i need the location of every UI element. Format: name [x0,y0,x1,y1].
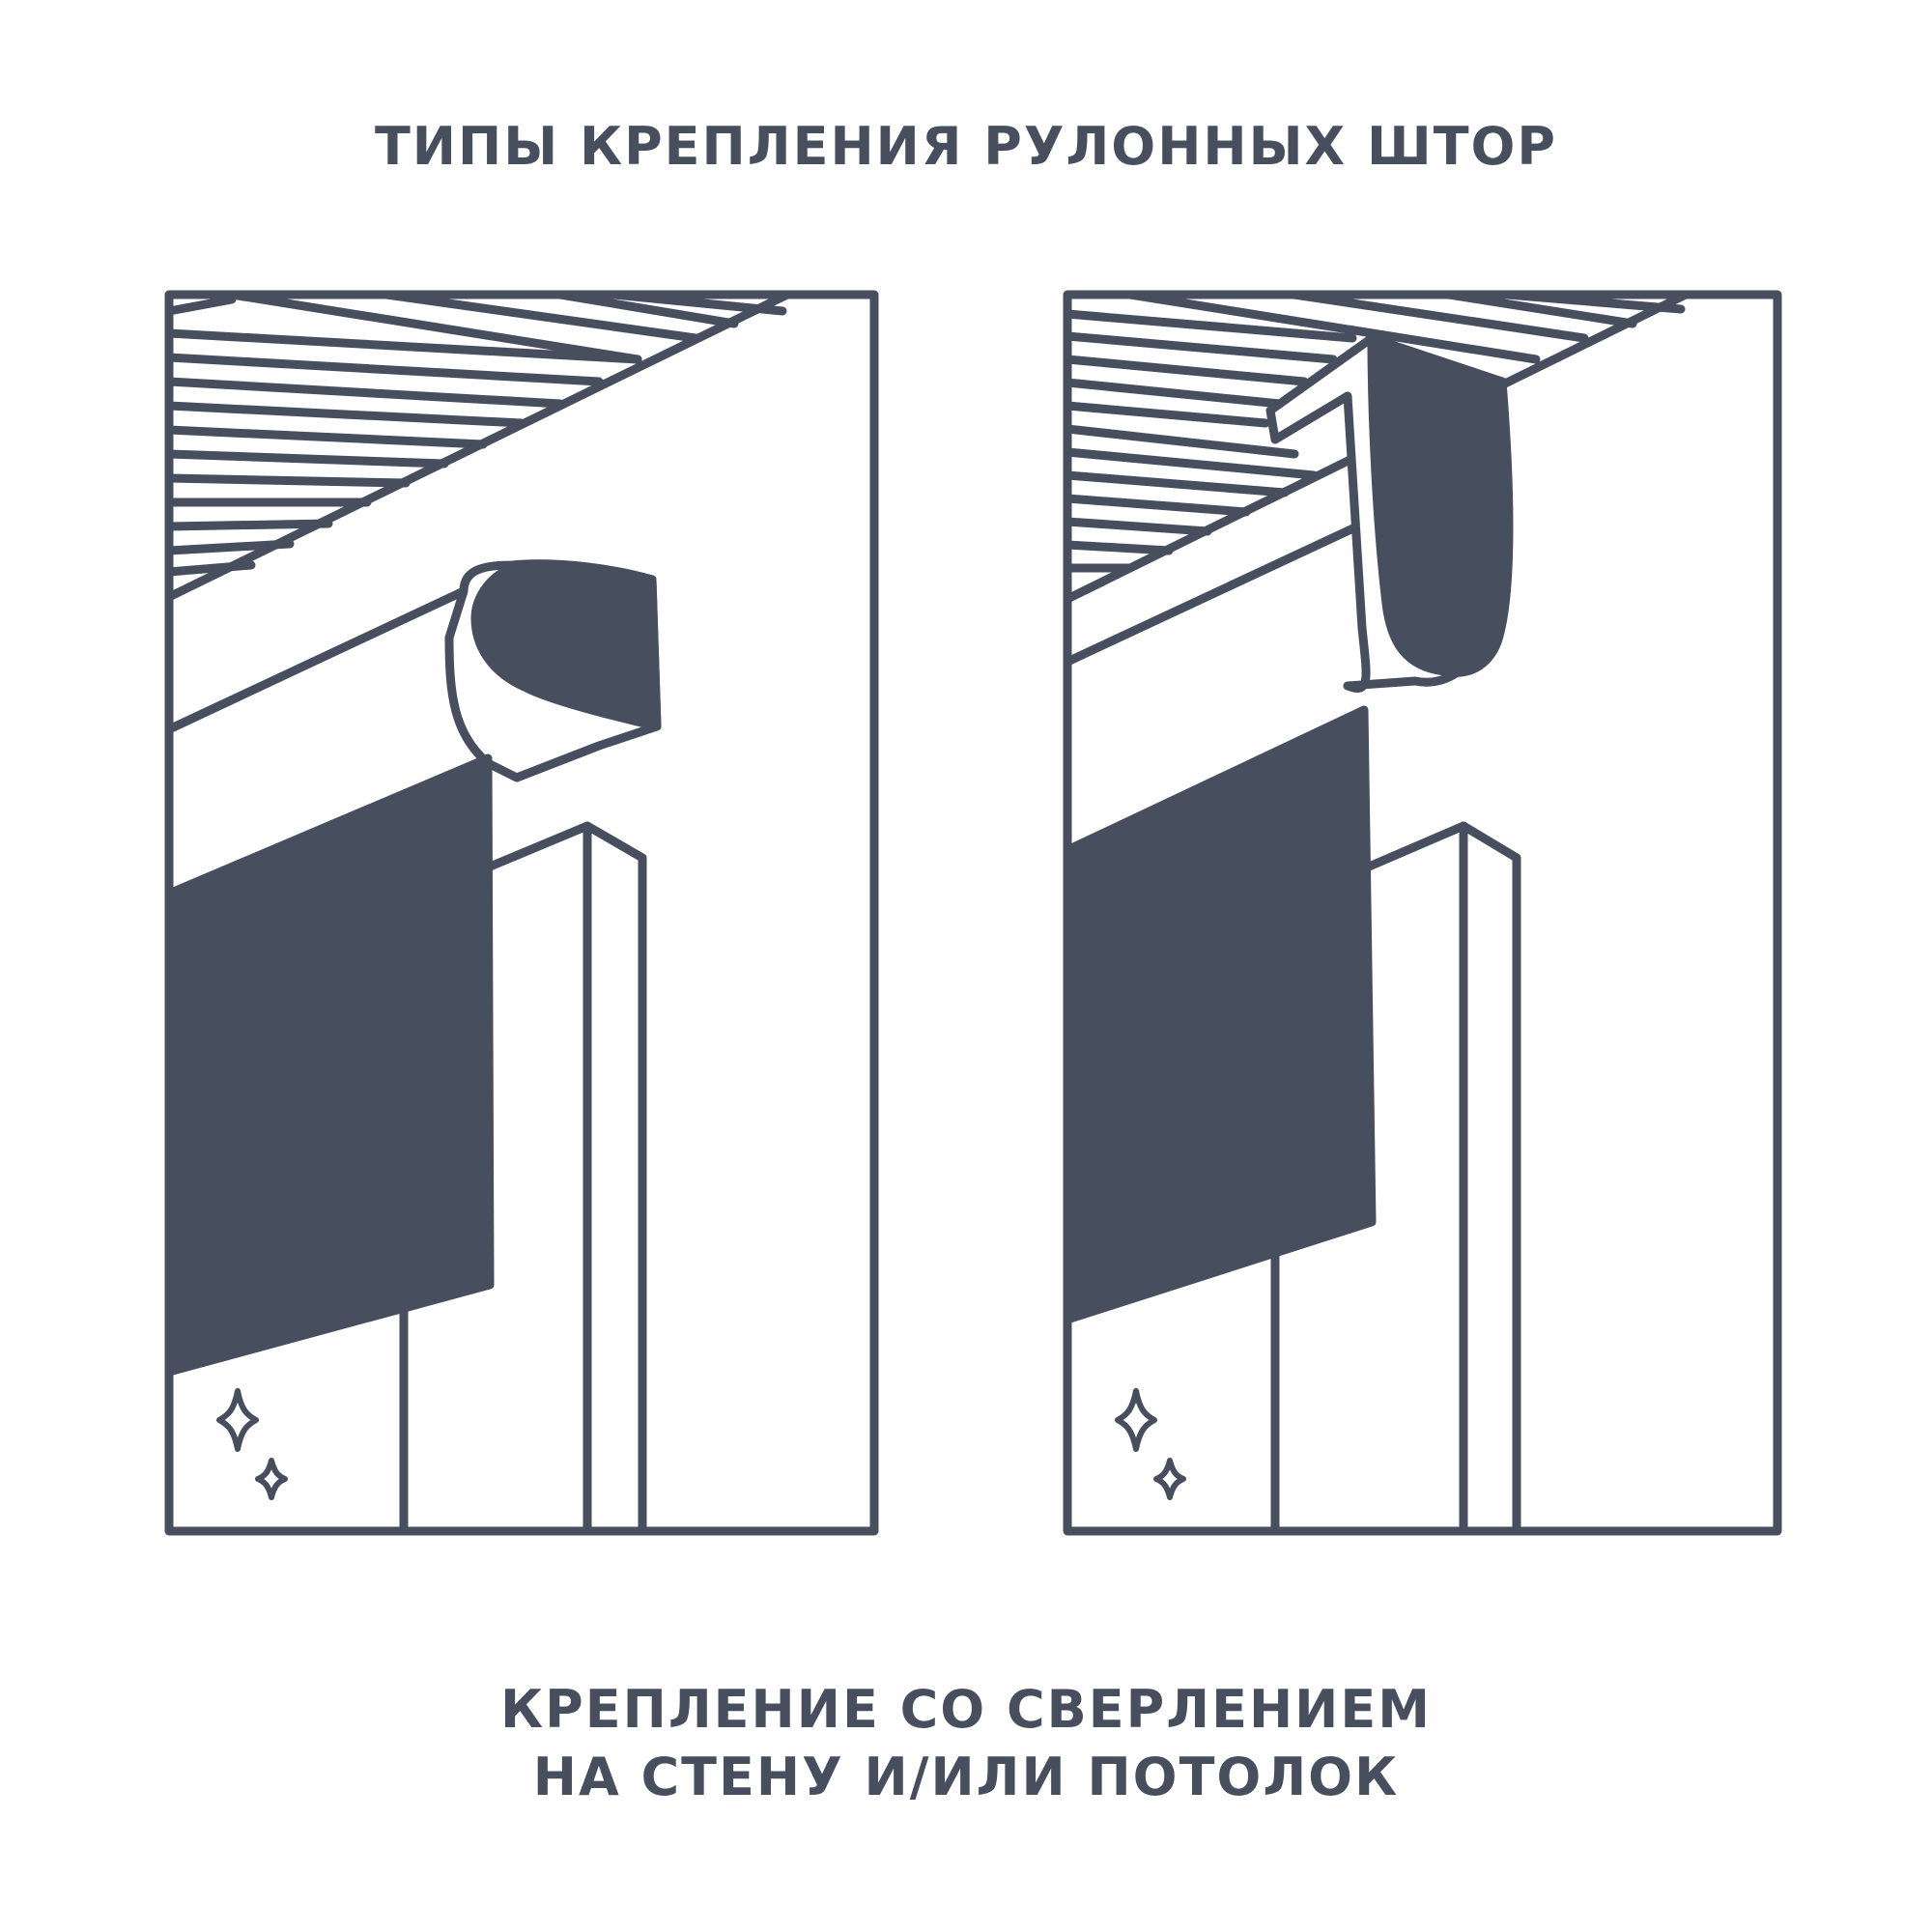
roller-tube-right [1367,333,1514,677]
window-frame [399,821,647,1536]
caption-line-1: КРЕПЛЕНИЕ СО СВЕРЛЕНИЕМ [500,1679,1432,1740]
left-panel-frame [164,290,879,1536]
right-panel-frame [1063,290,1782,1536]
page-title: ТИПЫ КРЕПЛЕНИЯ РУЛОННЫХ ШТОР [374,116,1558,177]
wall-edge-line-right [1063,522,1362,667]
roller-tube [470,563,662,731]
sparkle-icon [1115,1388,1186,1500]
ceiling-mount-illustration [1063,290,1782,1536]
blind-fabric [164,753,495,1377]
wall-edge-line [164,586,469,734]
caption-line-2: НА СТЕНУ И/ИЛИ ПОТОЛОК [532,1747,1400,1807]
window-frame-right [1270,821,1521,1536]
ceiling-edge-line [164,290,792,602]
ceiling-hatching-right [1063,290,1686,573]
wall-mount-illustration [164,290,879,1536]
sparkle-icon [216,1388,288,1500]
blind-fabric-right [1063,705,1377,1323]
mounting-caption: КРЕПЛЕНИЕ СО СВЕРЛЕНИЕМ НА СТЕНУ И/ИЛИ П… [0,1676,1932,1811]
ceiling-hatching [164,290,787,577]
